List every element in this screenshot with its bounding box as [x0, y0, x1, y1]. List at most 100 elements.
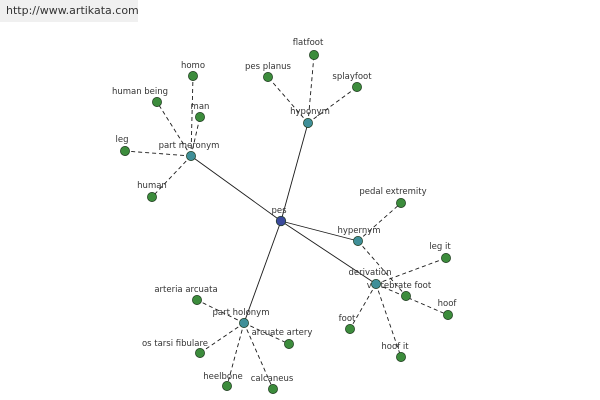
leaf-node-label: human being — [112, 87, 168, 97]
edge-root-hyponym — [280, 122, 309, 222]
leaf-node-foot[interactable]: foot — [339, 314, 356, 334]
leaf-node-circle[interactable] — [352, 82, 362, 92]
leaf-node-circle[interactable] — [443, 310, 453, 320]
edge-root-part-meronym — [190, 155, 282, 222]
edge-part-holonym-arcuate-artery — [243, 322, 290, 345]
edge-part-meronym-human-being — [156, 101, 192, 157]
root-node-label: pes — [271, 206, 287, 216]
leaf-node-circle[interactable] — [396, 198, 406, 208]
leaf-node-os-tarsi-fibulare[interactable]: os tarsi fibulare — [142, 339, 208, 358]
relation-node-label: part holonym — [213, 308, 270, 318]
leaf-node-label: splayfoot — [332, 72, 372, 82]
edge-hypernym-pedal-extremity — [357, 202, 402, 242]
edge-part-holonym-calcaneus — [243, 322, 274, 390]
relation-node-circle[interactable] — [371, 279, 381, 289]
leaf-node-circle[interactable] — [284, 339, 294, 349]
edge-derivation-hoof — [375, 283, 449, 316]
leaf-node-label: flatfoot — [293, 38, 324, 48]
relation-node-circle[interactable] — [239, 318, 249, 328]
leaf-node-homo[interactable]: homo — [181, 61, 205, 81]
leaf-node-pes-planus[interactable]: pes planus — [245, 62, 292, 82]
leaf-node-label: calcaneus — [251, 374, 294, 384]
leaf-node-arteria-arcuata[interactable]: arteria arcuata — [154, 285, 218, 305]
leaf-node-leg[interactable]: leg — [116, 135, 130, 156]
edge-part-holonym-heelbone — [226, 322, 245, 387]
leaf-node-label: vertebrate foot — [367, 281, 432, 291]
relation-node-hyponym[interactable]: hyponym — [290, 107, 330, 128]
relation-node-label: hyponym — [290, 107, 330, 117]
leaf-node-leg-it[interactable]: leg it — [429, 242, 451, 263]
edge-hyponym-pes-planus — [267, 76, 309, 124]
relation-node-circle[interactable] — [186, 151, 196, 161]
leaf-node-calcaneus[interactable]: calcaneus — [251, 374, 294, 394]
leaf-node-circle[interactable] — [152, 97, 162, 107]
leaf-node-label: homo — [181, 61, 205, 71]
edge-part-holonym-arteria-arcuata — [196, 299, 245, 324]
leaf-node-circle[interactable] — [401, 291, 411, 301]
relation-node-label: part meronym — [159, 141, 220, 151]
leaf-node-vertebrate-foot[interactable]: vertebrate foot — [367, 281, 432, 301]
edge-part-meronym-homo — [190, 75, 194, 157]
leaf-node-circle[interactable] — [345, 324, 355, 334]
edge-part-meronym-human — [151, 155, 192, 198]
relation-node-circle[interactable] — [303, 118, 313, 128]
root-node-circle[interactable] — [275, 215, 287, 227]
graph-nodes: flatfoot pes planus splayfoot homo human bei… — [112, 38, 457, 394]
leaf-node-circle[interactable] — [222, 381, 232, 391]
edge-root-derivation — [280, 220, 377, 285]
leaf-node-pedal-extremity[interactable]: pedal extremity — [359, 187, 427, 208]
leaf-node-flatfoot[interactable]: flatfoot — [293, 38, 324, 60]
watermark-url: http://www.artikata.com — [0, 0, 139, 22]
leaf-node-label: hoof it — [381, 342, 409, 352]
relation-node-label: hypernym — [337, 226, 380, 236]
leaf-node-hoof[interactable]: hoof — [438, 299, 458, 320]
leaf-node-man[interactable]: man — [191, 102, 210, 122]
leaf-node-circle[interactable] — [309, 50, 319, 60]
leaf-node-label: hoof — [438, 299, 458, 309]
edge-part-holonym-os-tarsi-fibulare — [199, 322, 245, 354]
leaf-node-splayfoot[interactable]: splayfoot — [332, 72, 372, 92]
relation-node-part-meronym[interactable]: part meronym — [159, 141, 220, 161]
leaf-node-circle[interactable] — [192, 295, 202, 305]
relation-node-circle[interactable] — [353, 236, 363, 246]
leaf-node-heelbone[interactable]: heelbone — [203, 372, 243, 391]
leaf-node-circle[interactable] — [263, 72, 273, 82]
leaf-node-label: pes planus — [245, 62, 291, 72]
leaf-node-label: man — [191, 102, 210, 112]
leaf-node-circle[interactable] — [441, 253, 451, 263]
leaf-node-human-being[interactable]: human being — [112, 87, 168, 107]
graph-edges — [124, 54, 449, 390]
leaf-node-circle[interactable] — [195, 112, 205, 122]
leaf-node-circle[interactable] — [396, 352, 406, 362]
edge-hypernym-vertebrate-foot — [357, 240, 407, 297]
leaf-node-arcuate-artery[interactable]: arcuate artery — [252, 328, 313, 349]
edge-root-hypernym — [280, 220, 359, 242]
leaf-node-label: leg it — [429, 242, 451, 252]
relation-node-derivation[interactable]: derivation — [348, 268, 392, 289]
leaf-node-label: human — [137, 181, 167, 191]
leaf-node-label: pedal extremity — [359, 187, 426, 197]
edge-root-part-holonym — [243, 220, 282, 324]
edge-hyponym-splayfoot — [307, 86, 358, 124]
leaf-node-label: foot — [339, 314, 356, 324]
leaf-node-label: leg — [116, 135, 129, 145]
leaf-node-hoof-it[interactable]: hoof it — [381, 342, 409, 362]
leaf-node-label: arteria arcuata — [154, 285, 217, 295]
leaf-node-circle[interactable] — [147, 192, 157, 202]
relation-node-part-holonym[interactable]: part holonym — [213, 308, 270, 328]
leaf-node-circle[interactable] — [120, 146, 130, 156]
relation-node-label: derivation — [348, 268, 391, 278]
edge-hyponym-flatfoot — [307, 54, 315, 124]
leaf-node-circle[interactable] — [195, 348, 205, 358]
leaf-node-label: heelbone — [203, 372, 242, 382]
leaf-node-circle[interactable] — [188, 71, 198, 81]
edge-derivation-foot — [349, 283, 377, 330]
edge-derivation-leg-it — [375, 257, 447, 285]
leaf-node-circle[interactable] — [268, 384, 278, 394]
root-node-pes[interactable]: pes — [271, 206, 287, 227]
leaf-node-human[interactable]: human — [137, 181, 167, 202]
relation-node-hypernym[interactable]: hypernym — [337, 226, 381, 246]
leaf-node-label: arcuate artery — [252, 328, 313, 338]
edge-derivation-hoof-it — [375, 283, 402, 358]
